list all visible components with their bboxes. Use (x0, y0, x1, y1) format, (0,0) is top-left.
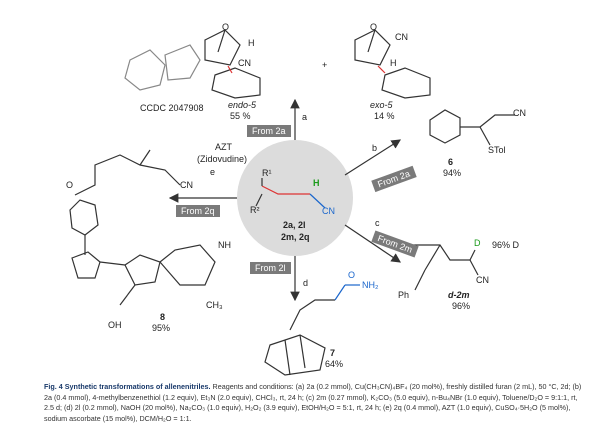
oh-label: OH (108, 320, 122, 330)
arrow-b (344, 139, 402, 176)
yield-6: 94% (443, 168, 462, 178)
compound-6: 6 (448, 157, 454, 167)
center-circle (237, 140, 353, 256)
center-compounds-1: 2a, 2l (283, 220, 306, 230)
r1-label: R¹ (262, 168, 272, 178)
from-2l-d: From 2l (250, 262, 291, 274)
cn-6: CN (513, 108, 526, 118)
compound-7: 7 (330, 348, 336, 358)
yield-7: 64% (325, 359, 344, 369)
o-amide: O (348, 270, 356, 280)
azt-label: AZT (215, 142, 232, 152)
figure-caption: Fig. 4 Synthetic transformations of alle… (44, 382, 584, 424)
cn-8: CN (180, 180, 193, 190)
from-2a-a: From 2a (247, 125, 291, 137)
center-compounds-2: 2m, 2q (281, 232, 310, 242)
cn-exo: CN (395, 32, 408, 42)
compound-d2m: d-2m (448, 290, 470, 300)
h-endo: H (248, 38, 255, 48)
endo-yield: 55 % (230, 111, 251, 121)
nh2-label: NH₂ (362, 280, 379, 290)
arrow-c (344, 224, 401, 263)
ph-label: Ph (398, 290, 410, 300)
letter-d: d (303, 278, 309, 288)
letter-e: e (210, 167, 216, 177)
endo-name: endo-5 (228, 100, 257, 110)
letter-b: b (372, 143, 378, 153)
plus: + (322, 60, 328, 70)
yield-8: 95% (152, 323, 171, 333)
ch3-label: CH₃ (206, 300, 223, 310)
h-label: H (313, 178, 320, 188)
stol-label: STol (488, 145, 506, 155)
zidovudine-label: (Zidovudine) (197, 154, 248, 164)
o-ester: O (66, 180, 74, 190)
r2-label: R² (250, 205, 260, 215)
d-percent: 96% D (492, 240, 520, 250)
o-exo: O (370, 22, 378, 32)
cn-endo: CN (238, 58, 251, 68)
nh-label: NH (218, 240, 231, 250)
o-endo: O (222, 22, 230, 32)
letter-c: c (375, 218, 380, 228)
letter-a: a (302, 112, 308, 122)
yield-d2m: 96% (452, 301, 471, 311)
h-exo: H (390, 58, 397, 68)
cn-d2m: CN (476, 275, 489, 285)
exo-name: exo-5 (370, 100, 393, 110)
from-2q-e: From 2q (176, 205, 220, 217)
caption-title: Fig. 4 Synthetic transformations of alle… (44, 382, 211, 391)
ccdc-label: CCDC 2047908 (140, 103, 204, 113)
d-label: D (474, 238, 481, 248)
cn-label: CN (322, 206, 335, 216)
exo-yield: 14 % (374, 111, 395, 121)
compound-8: 8 (160, 312, 166, 322)
caption-text: Reagents and conditions: (a) 2a (0.2 mmo… (44, 382, 582, 423)
